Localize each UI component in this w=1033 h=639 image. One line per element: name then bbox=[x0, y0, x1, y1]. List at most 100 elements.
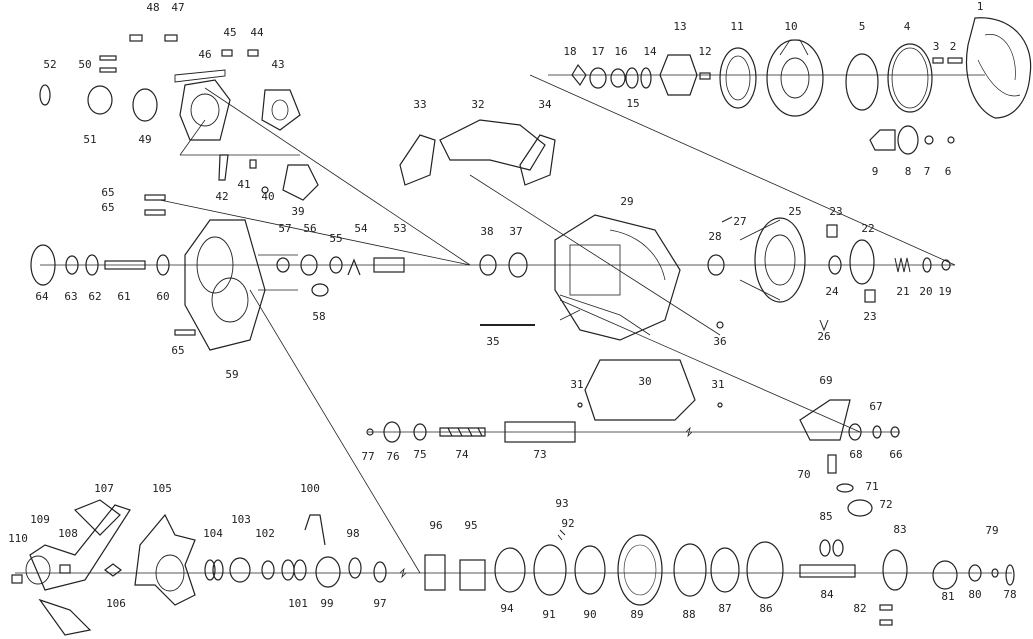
part-label-44: 44 bbox=[250, 26, 264, 39]
part-57-bushing bbox=[276, 257, 290, 273]
part-label-52: 52 bbox=[43, 58, 56, 71]
part-label-68: 68 bbox=[849, 448, 862, 461]
part-105-hub bbox=[155, 554, 185, 592]
part-label-62: 62 bbox=[88, 290, 101, 303]
part-label-34: 34 bbox=[538, 98, 552, 111]
part-30-cover bbox=[584, 359, 696, 421]
part-69-guide bbox=[799, 399, 851, 441]
part-10-detail bbox=[779, 39, 809, 56]
part-4-ring bbox=[887, 43, 933, 113]
part-label-84: 84 bbox=[820, 588, 834, 601]
part-label-27: 27 bbox=[733, 215, 746, 228]
part-1-detail bbox=[977, 34, 1021, 97]
part-26-pin bbox=[819, 319, 829, 332]
part-107-knob-top bbox=[73, 499, 121, 536]
part-label-72: 72 bbox=[879, 498, 892, 511]
part-25-spool bbox=[754, 217, 806, 303]
part-76-gear bbox=[383, 421, 401, 443]
part-label-51: 51 bbox=[83, 133, 96, 146]
part-16-bearing bbox=[610, 68, 626, 88]
part-34-frame-cover bbox=[519, 134, 556, 186]
part-label-73: 73 bbox=[533, 448, 546, 461]
part-12-pin bbox=[699, 72, 711, 80]
part-label-78: 78 bbox=[1003, 588, 1016, 601]
part-80-bearing bbox=[968, 564, 982, 582]
part-label-23-5: 23 bbox=[863, 310, 876, 323]
part-label-92: 92 bbox=[561, 517, 574, 530]
leader-top-right bbox=[529, 74, 956, 266]
part-label-85: 85 bbox=[819, 510, 832, 523]
part-48-screw bbox=[129, 34, 143, 42]
part-89-main-gear bbox=[617, 534, 663, 606]
part-label-5: 5 bbox=[859, 20, 866, 33]
part-label-37: 37 bbox=[509, 225, 522, 238]
part-106-nut bbox=[104, 563, 122, 577]
part-23-knob-a bbox=[826, 224, 838, 238]
part-32-top-cover bbox=[439, 119, 546, 171]
part-109-knob bbox=[25, 555, 51, 585]
part-82-screw-b bbox=[879, 619, 893, 626]
part-100-spring bbox=[304, 514, 326, 546]
part-label-1: 1 bbox=[977, 0, 984, 13]
part-39-lever bbox=[282, 164, 319, 201]
part-99-gear bbox=[315, 556, 341, 588]
part-56-bearing bbox=[300, 254, 318, 276]
leader-frame-2 bbox=[159, 199, 471, 266]
part-29-frame bbox=[554, 214, 681, 341]
part-15-washer bbox=[625, 67, 639, 89]
part-label-16: 16 bbox=[614, 45, 627, 58]
part-label-99: 99 bbox=[320, 597, 333, 610]
part-label-95: 95 bbox=[464, 519, 477, 532]
part-label-32: 32 bbox=[471, 98, 484, 111]
part-label-65-2: 65 bbox=[101, 201, 114, 214]
part-65-screw-b bbox=[144, 209, 166, 216]
part-58-clip bbox=[311, 283, 329, 297]
part-97-bearing bbox=[373, 561, 387, 583]
part-82-screw-a bbox=[879, 604, 893, 611]
part-59-sideplate bbox=[184, 219, 266, 351]
part-label-23: 23 bbox=[829, 205, 842, 218]
part-label-39: 39 bbox=[291, 205, 304, 218]
part-label-101: 101 bbox=[288, 597, 308, 610]
part-91-drag bbox=[533, 544, 567, 596]
part-70-pin bbox=[827, 454, 837, 474]
part-44-screw bbox=[247, 49, 259, 57]
part-label-46: 46 bbox=[198, 48, 211, 61]
part-label-4: 4 bbox=[904, 20, 911, 33]
part-25-body bbox=[739, 219, 781, 301]
part-28-bearing bbox=[707, 254, 725, 276]
part-label-47: 47 bbox=[171, 1, 184, 14]
part-61-shaft bbox=[104, 260, 146, 270]
part-31-screw-a bbox=[577, 402, 583, 408]
part-label-29: 29 bbox=[620, 195, 633, 208]
part-29-window bbox=[569, 244, 621, 296]
part-78-washer bbox=[1005, 564, 1015, 586]
part-60-ring bbox=[156, 254, 170, 276]
part-label-6: 6 bbox=[945, 165, 952, 178]
part-label-91: 91 bbox=[542, 608, 555, 621]
part-label-82: 82 bbox=[853, 602, 866, 615]
part-102-washer bbox=[261, 560, 275, 580]
leader-32 bbox=[469, 174, 721, 336]
part-46-frame bbox=[179, 79, 231, 141]
part-label-18: 18 bbox=[563, 45, 576, 58]
part-label-35: 35 bbox=[486, 335, 499, 348]
part-89-teeth bbox=[623, 544, 657, 596]
part-75-bearing bbox=[413, 423, 427, 441]
part-13-ring bbox=[659, 54, 698, 96]
part-label-8: 8 bbox=[905, 165, 912, 178]
part-label-88: 88 bbox=[682, 608, 695, 621]
part-label-64: 64 bbox=[35, 290, 49, 303]
part-label-79: 79 bbox=[985, 524, 998, 537]
part-label-58: 58 bbox=[312, 310, 325, 323]
part-label-7: 7 bbox=[924, 165, 931, 178]
part-46-plate bbox=[174, 69, 226, 83]
leader-41b bbox=[179, 119, 206, 156]
part-label-49: 49 bbox=[138, 133, 151, 146]
part-label-65: 65 bbox=[101, 186, 114, 199]
part-40-screw bbox=[261, 186, 269, 194]
part-label-107: 107 bbox=[94, 482, 114, 495]
part-label-60: 60 bbox=[156, 290, 169, 303]
part-label-2: 2 bbox=[950, 40, 957, 53]
part-label-50: 50 bbox=[78, 58, 91, 71]
